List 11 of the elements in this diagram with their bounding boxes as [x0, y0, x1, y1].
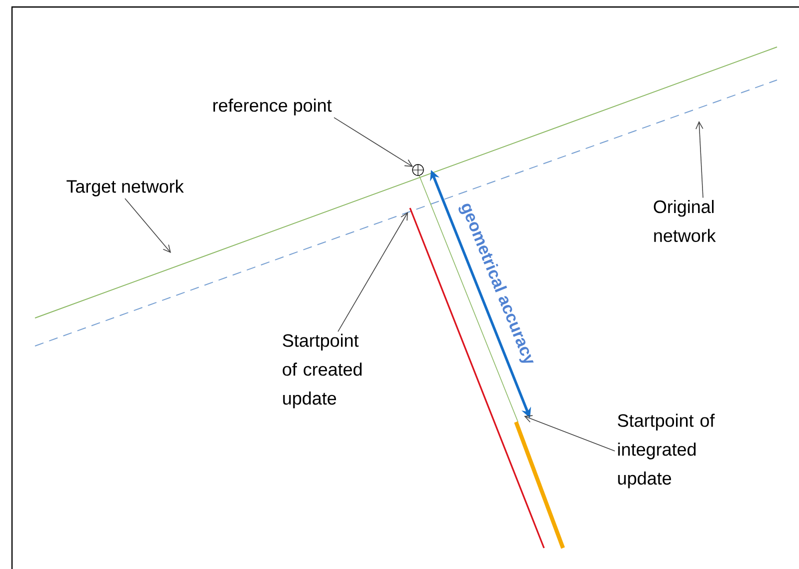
leader-text: reference point	[213, 98, 332, 116]
crosshair-marker	[412, 164, 424, 176]
leader-line	[524, 415, 616, 452]
leader-text: Original network	[654, 200, 716, 242]
leader-text: Target network	[66, 180, 184, 196]
leader-line	[696, 121, 704, 198]
leader-text: Startpoint of created update	[282, 334, 362, 408]
leader-line	[124, 198, 171, 253]
leader-line	[334, 117, 414, 167]
leader-text: Startpoint of integrated update	[618, 414, 715, 488]
leader-line	[338, 212, 408, 332]
